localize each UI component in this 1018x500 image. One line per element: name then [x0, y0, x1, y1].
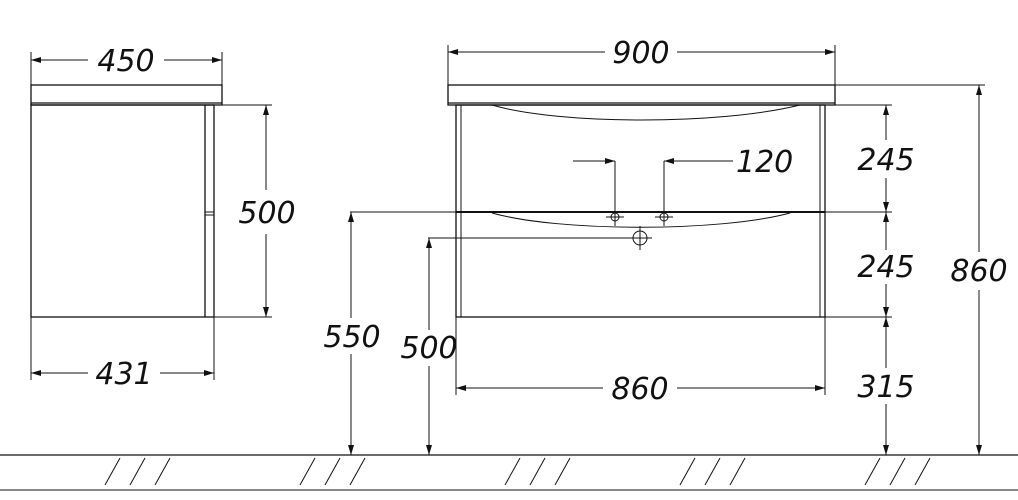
- dim-label-side-depth-bottom: 431: [95, 357, 152, 392]
- dim-label-tap-spacing: 120: [736, 145, 793, 180]
- dim-label-floor-clearance: 315: [857, 370, 914, 405]
- tap-hole-left: [606, 208, 624, 226]
- front-basin-top-curve: [491, 104, 801, 121]
- dim-label-front-width-top: 900: [612, 36, 669, 71]
- dim-side-depth-bottom: 431: [31, 357, 214, 392]
- dim-label-upper-drawer-height: 245: [857, 143, 914, 178]
- front-countertop: [447, 84, 836, 106]
- dim-upper-drawer-height: 245: [857, 105, 915, 212]
- dim-label-front-width-bottom: 860: [611, 372, 668, 407]
- dim-label-side-depth-top: 450: [97, 44, 154, 79]
- front-view: 900 120 245 245: [323, 36, 1008, 455]
- dim-label-total-height: 860: [950, 254, 1007, 289]
- dim-label-lower-drawer-height: 245: [857, 250, 914, 285]
- dim-lower-drawer-height: 245: [857, 212, 915, 317]
- dim-label-side-height: 500: [238, 196, 295, 231]
- dim-label-drain-height-500: 500: [400, 331, 457, 366]
- side-view: 450 500 431: [30, 44, 298, 392]
- front-basin-bottom-curve: [491, 212, 791, 228]
- side-cabinet-body: [30, 104, 215, 318]
- dim-drain-height-500: 500: [400, 238, 458, 455]
- tap-hole-right: [655, 208, 673, 226]
- side-countertop: [30, 84, 223, 106]
- dim-total-height: 860: [950, 85, 1008, 455]
- dim-floor-clearance: 315: [857, 317, 915, 455]
- floor-hatching: [104, 457, 931, 486]
- dim-front-width-bottom: 860: [456, 372, 825, 407]
- dim-side-height: 500: [236, 105, 298, 317]
- dim-side-depth-top: 450: [31, 44, 222, 79]
- dim-label-drain-height-550: 550: [323, 320, 380, 355]
- floor: [0, 454, 1018, 491]
- dim-front-width-top: 900: [448, 36, 835, 71]
- dim-drain-height-550: 550: [323, 212, 381, 455]
- dim-tap-spacing: 120: [573, 145, 793, 210]
